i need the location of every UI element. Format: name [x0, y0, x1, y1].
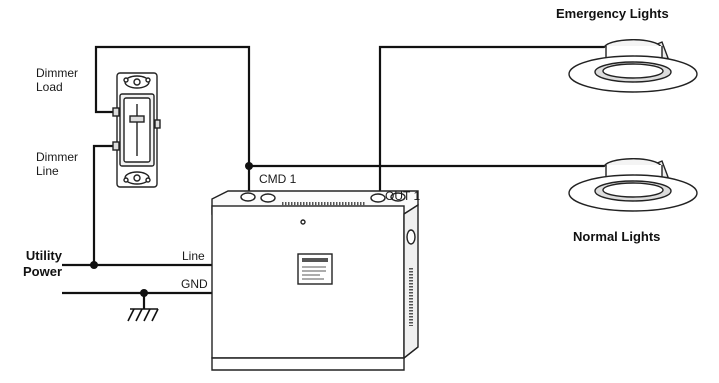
dimmer-switch-icon	[112, 72, 161, 188]
dimmer-line-label: Dimmer Line	[36, 150, 78, 178]
utility-power-label: Utility Power	[22, 248, 62, 279]
gnd-junction	[140, 289, 148, 297]
control-box-icon	[211, 190, 419, 371]
ground-symbol-icon	[127, 308, 159, 322]
wires	[62, 45, 604, 309]
dimmer-load-wire	[94, 45, 251, 193]
utility-junction	[90, 261, 98, 269]
emergency-lights-label: Emergency Lights	[556, 6, 669, 21]
dimmer-line-wire	[92, 144, 118, 265]
line-label: Line	[182, 249, 205, 263]
cmd1-label: CMD 1	[259, 172, 297, 186]
out-wire	[378, 45, 604, 196]
normal-light-icon	[568, 158, 698, 212]
out1-label: OUT 1	[385, 189, 421, 203]
cmd-junction	[245, 162, 253, 170]
normal-lights-label: Normal Lights	[573, 229, 661, 244]
dimmer-load-label: Dimmer Load	[36, 66, 78, 94]
emergency-light-icon	[568, 39, 698, 93]
gnd-label: GND	[181, 277, 208, 291]
